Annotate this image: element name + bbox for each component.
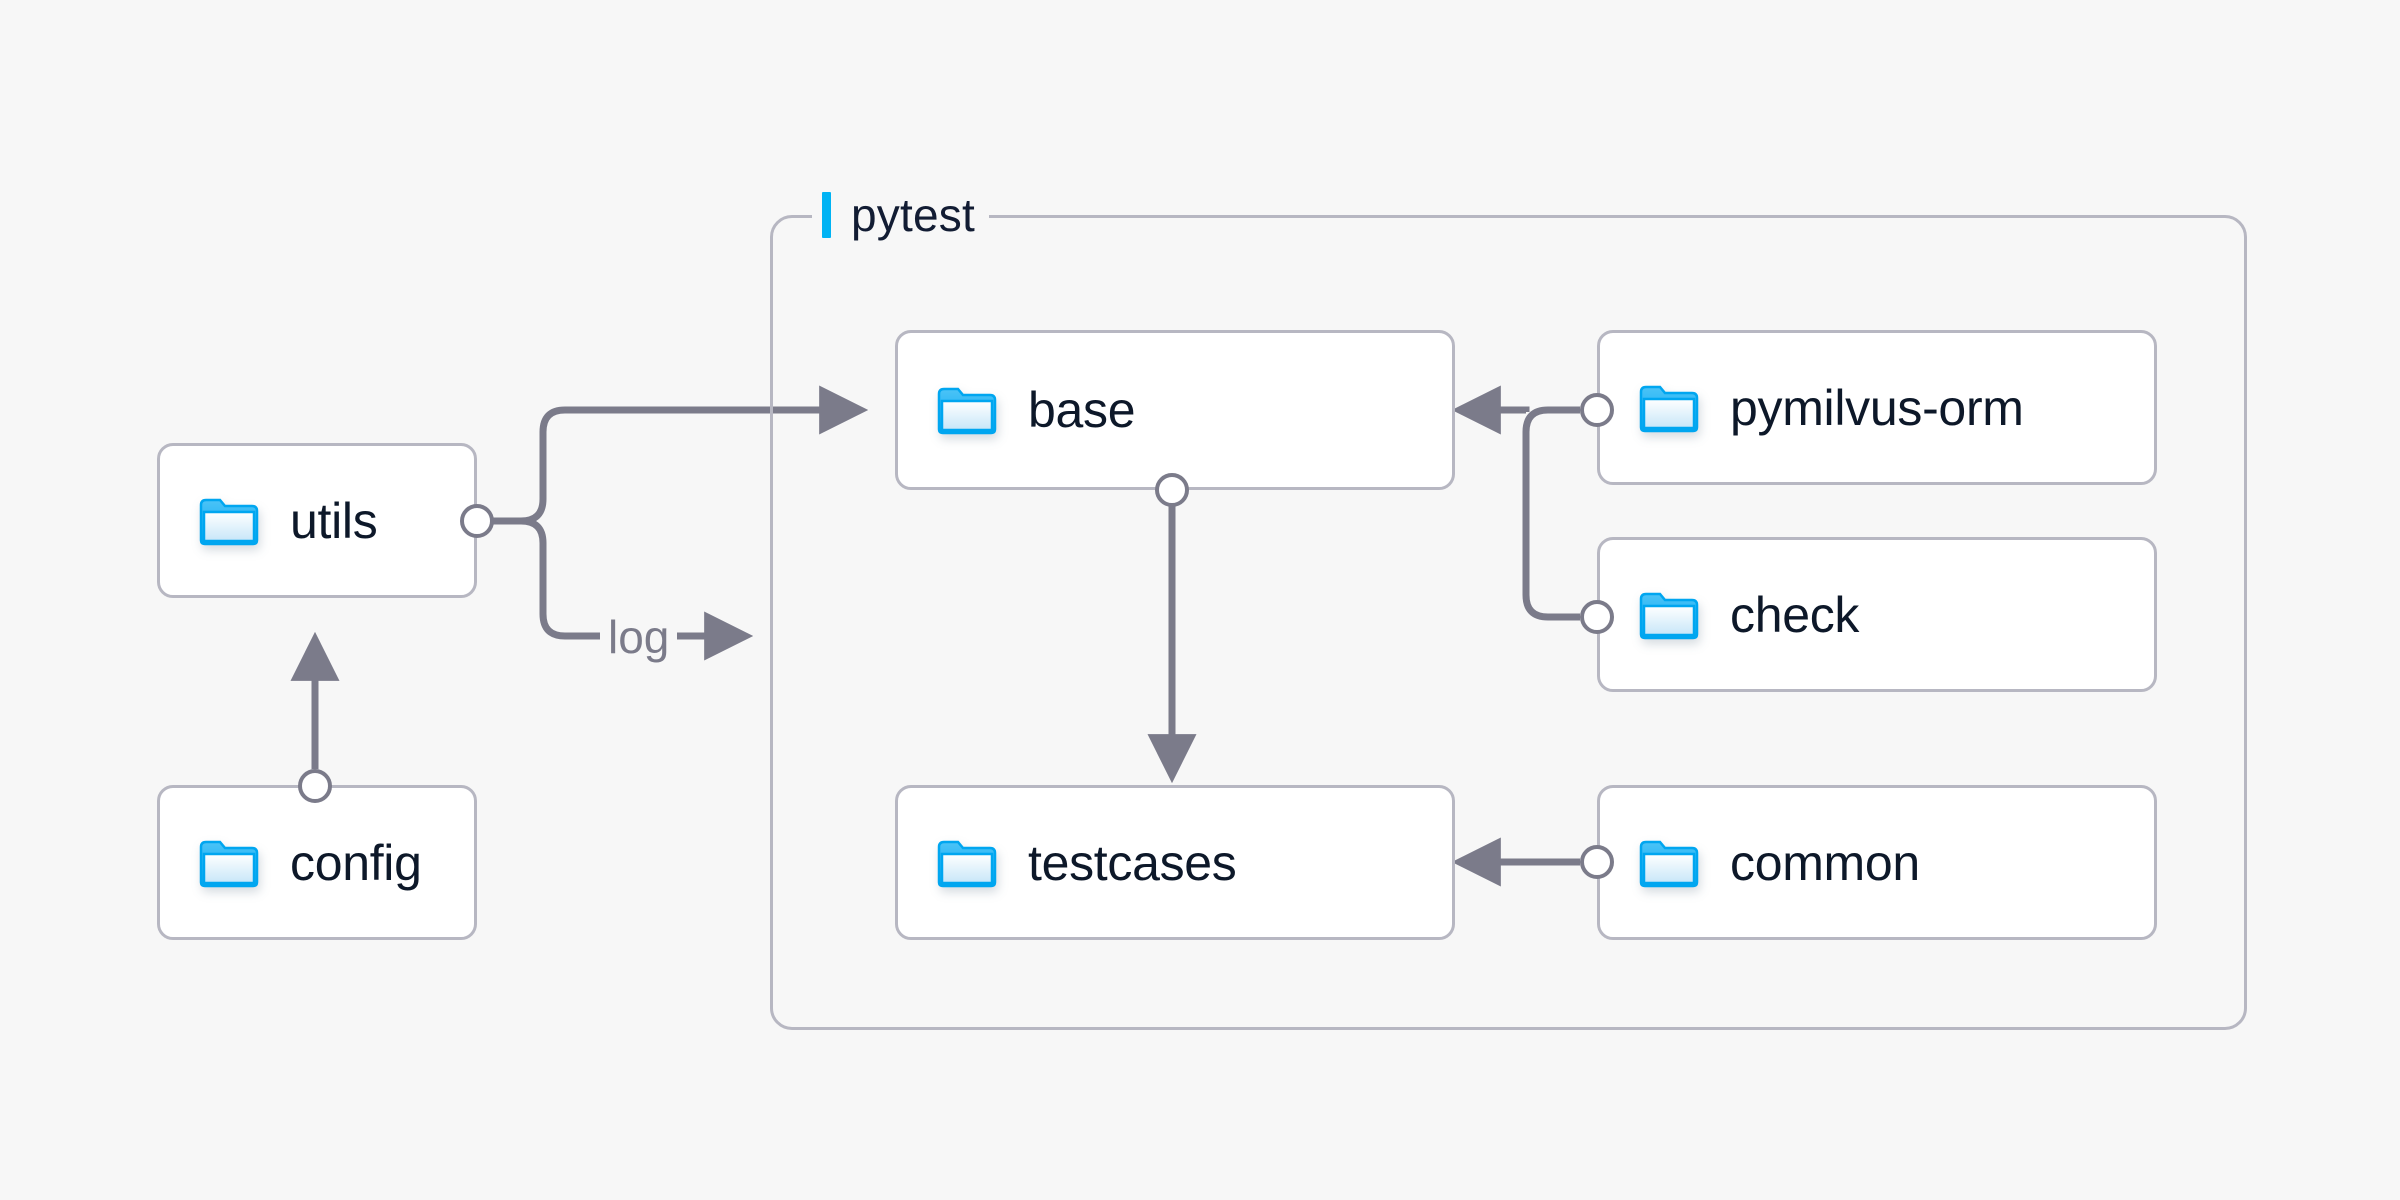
edge-utils-log	[520, 517, 754, 661]
node-base[interactable]: base	[895, 330, 1455, 490]
folder-icon	[937, 387, 997, 435]
node-pymilvus-orm[interactable]: pymilvus-orm	[1597, 330, 2157, 485]
edge-label-log: log	[600, 612, 678, 662]
group-pytest-label: pytest	[812, 188, 989, 242]
folder-icon	[1639, 385, 1699, 432]
edge-utils-base	[520, 385, 869, 525]
port-base-bottom[interactable]	[1155, 473, 1189, 507]
node-pymilvus-orm-label: pymilvus-orm	[1730, 379, 2024, 436]
port-config-top[interactable]	[298, 769, 332, 803]
node-base-label: base	[1028, 382, 1136, 438]
folder-icon	[1639, 592, 1699, 639]
port-common-left[interactable]	[1580, 845, 1614, 879]
node-config-label: config	[290, 834, 422, 891]
node-testcases-label: testcases	[1028, 834, 1237, 891]
node-check-label: check	[1730, 586, 1860, 643]
edge-check-base	[1451, 385, 1530, 435]
port-utils-right[interactable]	[460, 504, 494, 538]
folder-icon	[199, 840, 259, 887]
node-testcases[interactable]: testcases	[895, 785, 1455, 940]
group-accent-bar	[822, 192, 831, 238]
port-check-left[interactable]	[1580, 600, 1614, 634]
node-common-label: common	[1730, 834, 1920, 891]
node-utils[interactable]: utils	[157, 443, 477, 598]
folder-icon	[1639, 840, 1699, 887]
edge-pymilvus-base	[1522, 406, 1580, 621]
node-common[interactable]: common	[1597, 785, 2157, 940]
port-pymilvus-orm-left[interactable]	[1580, 393, 1614, 427]
node-utils-label: utils	[290, 492, 378, 549]
node-config[interactable]: config	[157, 785, 477, 940]
group-title-text: pytest	[851, 189, 975, 241]
node-check[interactable]: check	[1597, 537, 2157, 692]
group-pytest[interactable]	[770, 215, 2247, 1030]
folder-icon	[199, 498, 259, 545]
folder-icon	[937, 840, 997, 887]
